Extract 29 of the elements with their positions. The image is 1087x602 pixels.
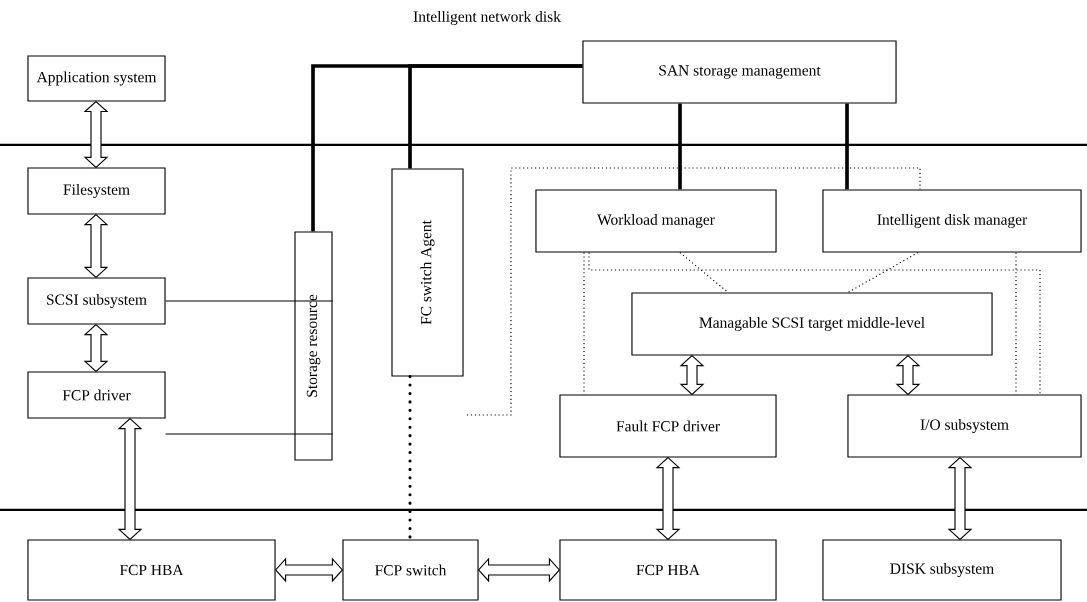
process-box: FCP HBA [27,539,276,601]
process-box: SCSI subsystem [27,277,166,325]
process-box: Storage resource [294,231,333,461]
dotted-line [1015,252,1017,395]
dotted-line [583,252,585,395]
process-box: Managable SCSI target middle-level [631,292,993,356]
process-box: Application system [27,55,166,102]
process-box: Fault FCP driver [559,394,777,458]
process-box: Intelligent disk manager [822,189,1082,253]
connector-line [408,64,583,169]
process-box: SAN storage management [582,40,897,104]
process-box: FCP switch [342,539,479,601]
connector-line [165,300,334,302]
connector-line [165,433,334,435]
dotted-line [408,375,412,541]
process-box: FCP HBA [559,539,777,601]
dotted-line [847,252,919,293]
process-box: I/O subsystem [847,394,1082,458]
connector-line [678,103,682,190]
dotted-line [588,252,1041,395]
connector-line [845,103,849,190]
process-box: FC switch Agent [391,168,464,377]
process-box: DISK subsystem [822,539,1062,601]
process-box: Filesystem [27,167,166,215]
process-box: Workload manager [535,189,777,253]
dotted-line [466,167,921,416]
title: Intelligent network disk [413,10,561,25]
dotted-line [679,252,729,293]
process-box: FCP driver [27,371,166,419]
